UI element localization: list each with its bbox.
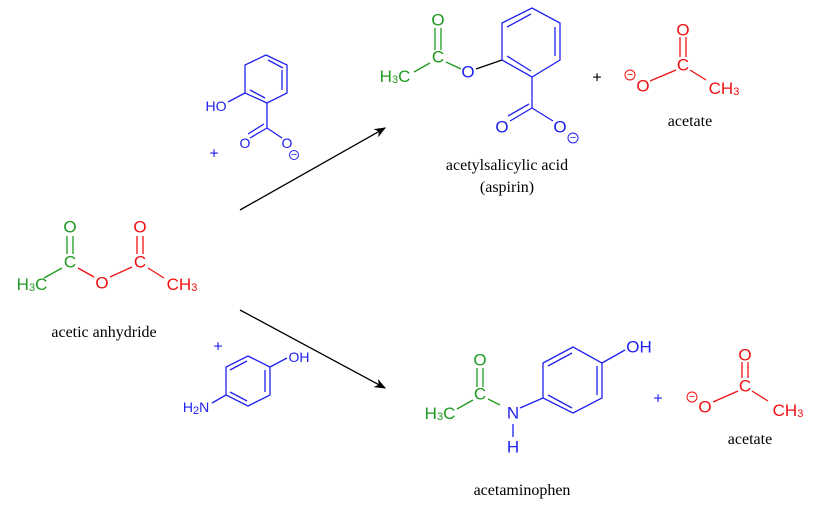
plus-sign: + — [209, 146, 218, 163]
salicylate-structure: HO O O − — [206, 54, 299, 161]
atom-o: O — [473, 351, 486, 370]
atom-o: O — [95, 274, 108, 293]
atom-o: O — [461, 63, 474, 82]
atom-ch3: CH3 — [167, 275, 198, 295]
atom-ch3: CH3 — [709, 79, 740, 99]
negative-charge: − — [570, 132, 576, 144]
atom-o: O — [133, 218, 146, 237]
atom-c: C — [474, 385, 486, 404]
atom-o: O — [738, 346, 751, 365]
atom-o: O — [495, 118, 508, 137]
reaction-arrow-down — [239, 309, 387, 389]
acetate-caption: acetate — [668, 113, 712, 130]
acetic-anhydride-structure: O C H3C O C O CH3 — [17, 218, 198, 295]
atom-c: C — [677, 56, 689, 75]
atom-oh: OH — [289, 349, 310, 365]
acetate-bottom-structure: O C O − CH3 — [686, 346, 804, 421]
atom-ho: HO — [206, 98, 227, 114]
atom-oh: OH — [626, 338, 652, 357]
atom-c: C — [134, 253, 146, 272]
plus-sign: + — [213, 339, 222, 356]
atom-o: O — [63, 218, 76, 237]
plus-sign: + — [653, 391, 662, 408]
aminophenol-structure: OH H2N — [183, 349, 310, 417]
negative-charge: − — [627, 69, 633, 81]
atom-o: O — [282, 135, 293, 151]
atom-h3c: H3C — [380, 67, 411, 87]
atom-c: C — [64, 253, 76, 272]
reactant-caption: acetic anhydride — [51, 324, 156, 341]
atom-o: O — [636, 77, 649, 96]
aspirin-caption: acetylsalicylic acid — [446, 157, 568, 174]
acetate-caption: acetate — [728, 431, 772, 448]
atom-o: O — [698, 398, 711, 417]
atom-o: O — [553, 118, 566, 137]
acetaminophen-caption: acetaminophen — [474, 482, 571, 499]
atom-h2n: H2N — [183, 399, 209, 417]
atom-h: H — [507, 438, 519, 457]
plus-sign: + — [592, 70, 601, 87]
negative-charge: − — [689, 391, 695, 403]
acetate-top-structure: O C O − CH3 — [624, 21, 740, 99]
atom-h3c: H3C — [17, 275, 48, 295]
atom-o: O — [240, 135, 251, 151]
acetaminophen-structure: O C H3C N H OH — [425, 338, 652, 457]
aspirin-structure: O C H3C O O O − — [380, 7, 579, 144]
negative-charge: − — [291, 149, 297, 161]
atom-o: O — [676, 21, 689, 40]
atom-c: C — [432, 48, 444, 67]
aspirin-caption-alias: (aspirin) — [480, 179, 534, 196]
atom-c: C — [739, 377, 751, 396]
atom-o: O — [431, 11, 444, 30]
atom-ch3: CH3 — [773, 401, 804, 421]
atom-h3c: H3C — [425, 404, 456, 424]
atom-n: N — [507, 404, 519, 423]
reaction-arrow-up — [239, 127, 387, 211]
